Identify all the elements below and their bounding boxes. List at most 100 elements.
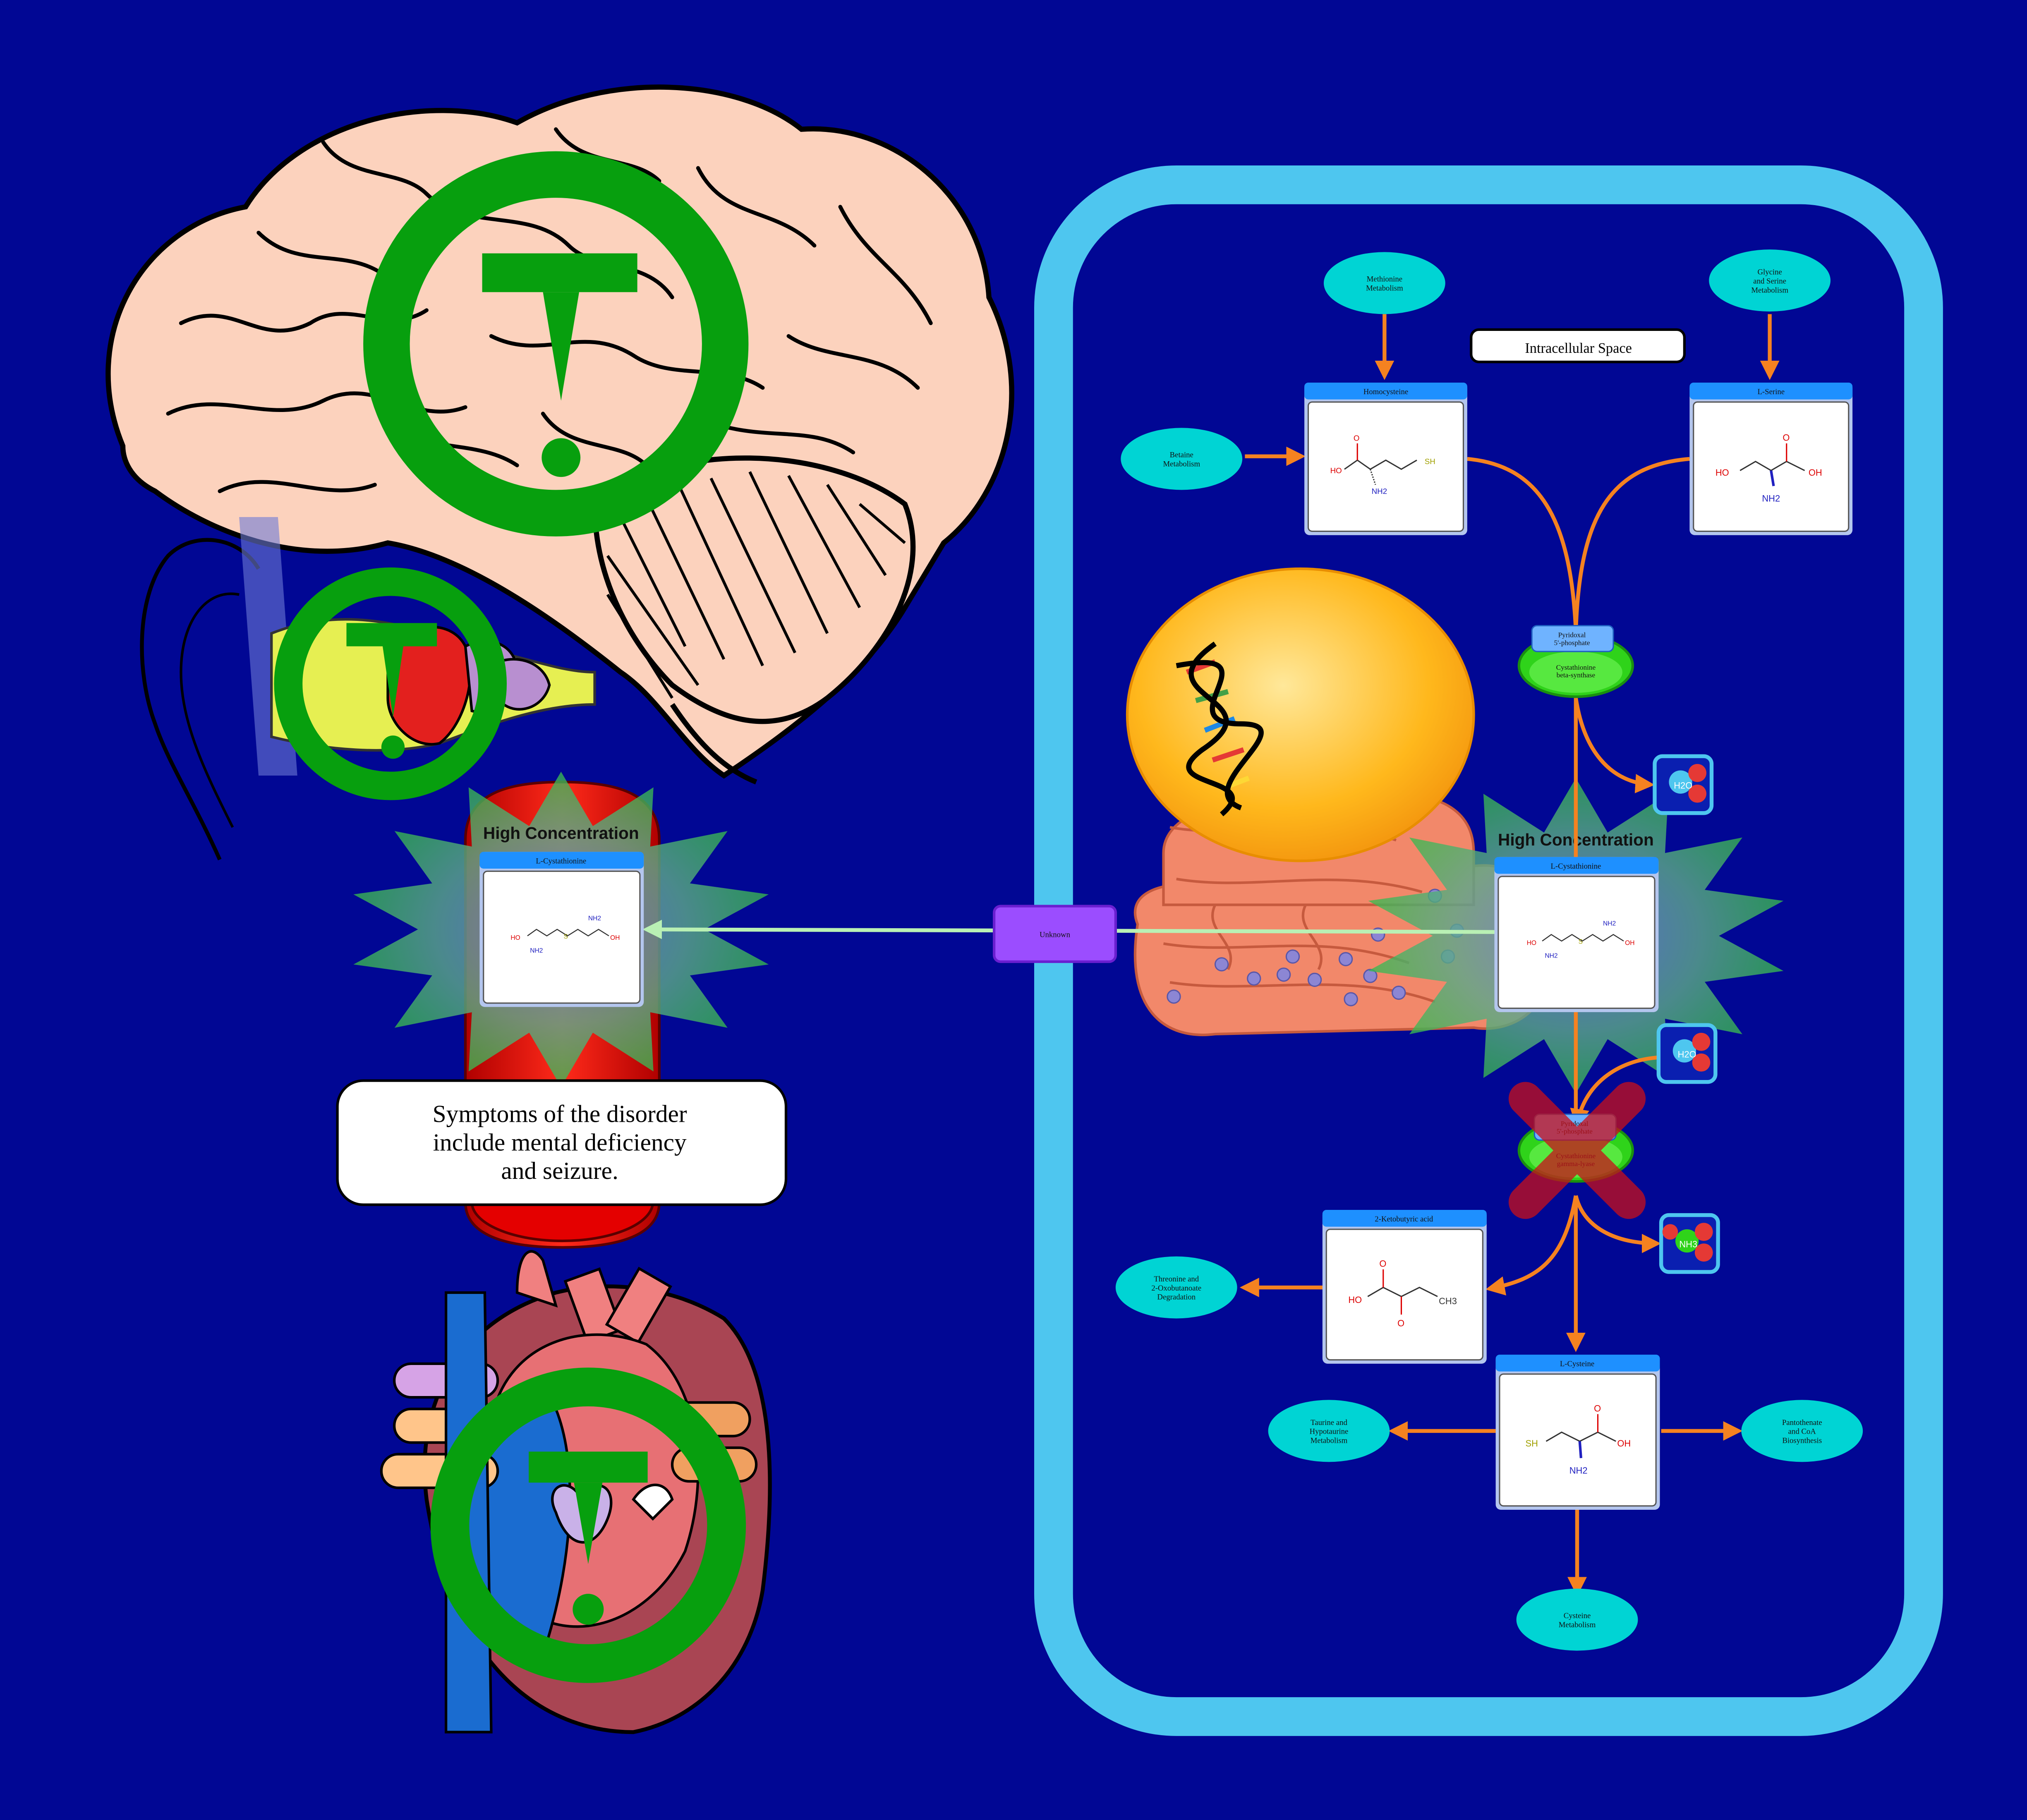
label-line: and CoA — [1788, 1427, 1816, 1436]
svg-text:NH2: NH2 — [1569, 1466, 1588, 1476]
svg-text:NH3: NH3 — [1679, 1239, 1697, 1250]
svg-text:NH2: NH2 — [530, 947, 543, 954]
label-line: Metabolism — [1163, 460, 1200, 469]
metabolite-card-cystathionine-blood[interactable]: L-Cystathionine HO S NH2 NH2 OH — [479, 852, 644, 1007]
metabolite-card-cystathionine-cell[interactable]: L-Cystathionine HO S NH2 NH2 OH — [1494, 857, 1659, 1012]
svg-text:H2O: H2O — [1674, 780, 1692, 790]
structure-serine — [1739, 443, 1805, 486]
ammonia-molecule-icon: NH3 — [1659, 1213, 1720, 1274]
svg-text:O: O — [1379, 1259, 1386, 1269]
label-line: Hypotaurine — [1310, 1427, 1349, 1436]
svg-text:O: O — [1354, 434, 1360, 443]
label-line: Glycine — [1757, 268, 1782, 277]
high-concentration-label: High Concentration — [483, 824, 639, 843]
structure-homocysteine — [1344, 443, 1417, 485]
svg-text:NH2: NH2 — [1762, 493, 1780, 504]
svg-text:Symptoms of the disorder: Symptoms of the disorder — [433, 1100, 687, 1128]
compartment-label: Intracellular Space — [1470, 328, 1686, 364]
label-line: 2-Oxobutanoate — [1151, 1284, 1201, 1293]
metabolite-card-cysteine[interactable]: L-Cysteine SH O OH NH2 — [1495, 1355, 1660, 1510]
svg-text:OH: OH — [1809, 467, 1822, 478]
water-molecule-icon: H2O — [1653, 754, 1714, 815]
svg-text:H2O: H2O — [1678, 1049, 1696, 1059]
metabolite-name: Homocysteine — [1363, 388, 1408, 396]
svg-text:OH: OH — [610, 934, 620, 941]
metabolite-name: L-Serine — [1757, 388, 1785, 396]
svg-text:NH2: NH2 — [1372, 487, 1387, 496]
label-line: Metabolism — [1366, 284, 1403, 293]
label-line: Pantothenate — [1782, 1418, 1822, 1427]
svg-text:SH: SH — [1425, 457, 1435, 466]
svg-text:OH: OH — [1617, 1438, 1631, 1449]
toxicity-warning-icon — [274, 151, 749, 1683]
metabolite-name: L-Cysteine — [1560, 1360, 1594, 1368]
svg-text:O: O — [1594, 1403, 1601, 1414]
toxicity-warning-icon — [346, 253, 648, 1625]
label-line: Metabolism — [1559, 1621, 1596, 1629]
water-molecule-icon: H2O — [1656, 1023, 1718, 1084]
symptoms-note: Symptoms of the disorder include mental … — [336, 1079, 788, 1206]
transporter-unknown[interactable]: Unknown — [993, 905, 1117, 963]
label-line: Pyridoxal — [1558, 631, 1586, 639]
svg-text:O: O — [1783, 433, 1790, 443]
structure-cysteine — [1545, 1414, 1616, 1458]
nucleus-icon — [1126, 567, 1475, 862]
label-line: Metabolism — [1751, 286, 1788, 295]
svg-text:HO: HO — [510, 934, 520, 941]
label-line: 5'-phosphate — [1554, 639, 1590, 647]
label-line: Biosynthesis — [1782, 1437, 1822, 1445]
svg-text:Unknown: Unknown — [1040, 931, 1071, 939]
svg-text:O: O — [1397, 1318, 1404, 1328]
svg-text:CH3: CH3 — [1439, 1296, 1457, 1306]
label-line: Cystathionine — [1556, 663, 1596, 671]
label-line: Degradation — [1157, 1293, 1196, 1302]
label-line: Methionine — [1367, 275, 1402, 284]
svg-text:S: S — [1579, 938, 1583, 945]
metabolite-card-serine[interactable]: L-Serine HO O OH NH2 — [1689, 383, 1853, 535]
label-line: Betaine — [1170, 451, 1193, 460]
svg-text:HO: HO — [1348, 1295, 1362, 1305]
svg-text:HO: HO — [1716, 467, 1729, 478]
label-line: Taurine and — [1311, 1418, 1347, 1427]
label-line: Threonine and — [1154, 1275, 1199, 1284]
svg-text:include mental deficiency: include mental deficiency — [433, 1128, 687, 1156]
structure-cystathionine — [527, 929, 609, 936]
svg-text:and seizure.: and seizure. — [501, 1157, 618, 1184]
metabolite-name: 2-Ketobutyric acid — [1375, 1215, 1433, 1224]
metabolite-name: L-Cystathionine — [1550, 862, 1601, 871]
svg-text:NH2: NH2 — [588, 915, 601, 922]
brain-icon — [105, 84, 1014, 785]
metabolite-card-homocysteine[interactable]: Homocysteine HO O NH2 SH — [1304, 383, 1467, 535]
svg-text:Intracellular Space: Intracellular Space — [1525, 340, 1632, 356]
reaction-arrows — [1239, 314, 1780, 1597]
svg-text:SH: SH — [1526, 1438, 1538, 1449]
svg-text:OH: OH — [1625, 939, 1634, 946]
svg-text:HO: HO — [1527, 939, 1536, 946]
metabolite-card-ketobutyric[interactable]: 2-Ketobutyric acid HO O O CH3 — [1322, 1210, 1487, 1364]
structure-ketobutyric — [1367, 1269, 1438, 1315]
reaction-lines — [1467, 457, 1690, 1125]
structure-cystathionine — [1542, 934, 1624, 942]
svg-text:S: S — [564, 933, 568, 940]
dna-icon — [1176, 642, 1264, 817]
enzyme-deficiency-cross-icon — [1508, 1082, 1646, 1219]
ear-icon — [140, 517, 596, 861]
